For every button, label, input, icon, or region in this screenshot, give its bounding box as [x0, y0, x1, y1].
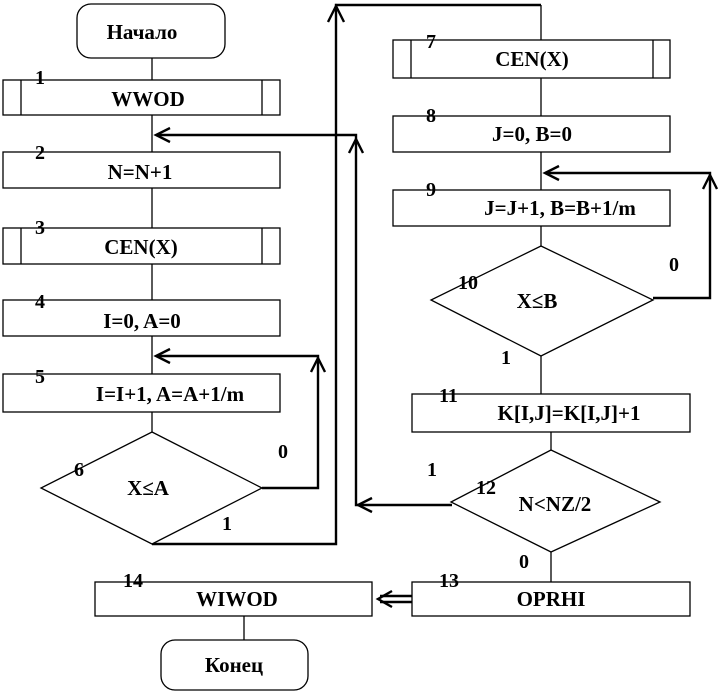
end-terminal: Конец [160, 639, 309, 691]
block-12-number: 12 [476, 477, 496, 499]
block-13: 13 OPRHI [411, 570, 691, 617]
block-3-text: CEN(X) [104, 235, 178, 259]
block-6-text: X≤A [127, 476, 170, 500]
block-3-number: 3 [35, 217, 45, 239]
block-8-text: J=0, B=0 [492, 122, 572, 146]
block-11-number: 11 [439, 385, 458, 407]
block-1: 1 WWOD [2, 67, 281, 116]
block-9-number: 9 [426, 179, 436, 201]
block-13-text: OPRHI [517, 587, 586, 611]
arrow-12-yes-return [156, 133, 452, 507]
block-2-number: 2 [35, 142, 45, 164]
arrow-6-loop-tip [153, 347, 171, 365]
block-12-decision: 12 N<NZ/2 1 0 [427, 449, 662, 573]
start-label: Начало [107, 20, 178, 44]
block-5-text: I=I+1, A=A+1/m [96, 382, 245, 406]
loop-arrows [152, 3, 719, 609]
block-10-branch-yes: 1 [501, 347, 511, 369]
block-10-decision: 10 X≤B 0 1 [429, 245, 679, 369]
arrow-12-return-left-tip [355, 496, 373, 514]
block-7: 7 CEN(X) [392, 31, 671, 79]
connectors [151, 5, 552, 640]
block-6-decision: 6 X≤A 0 1 [39, 431, 288, 545]
block-4-number: 4 [35, 291, 45, 313]
block-2: 2 N=N+1 [2, 142, 281, 189]
block-4-text: I=0, A=0 [103, 309, 181, 333]
block-12-branch-yes: 1 [427, 459, 437, 481]
arrow-12-return-tip [153, 126, 171, 144]
block-10-branch-no: 0 [669, 254, 679, 276]
block-7-number: 7 [426, 31, 436, 53]
block-1-text: WWOD [111, 87, 185, 111]
block-13-number: 13 [439, 570, 459, 592]
block-5-number: 5 [35, 366, 45, 388]
block-4: 4 I=0, A=0 [2, 291, 281, 337]
block-1-number: 1 [35, 67, 45, 89]
block-11-text: K[I,J]=K[I,J]+1 [498, 401, 641, 425]
block-3: 3 CEN(X) [2, 217, 281, 265]
block-6-number: 6 [74, 459, 84, 481]
block-7-text: CEN(X) [495, 47, 569, 71]
block-8: 8 J=0, B=0 [392, 105, 671, 153]
block-12-branch-no: 0 [519, 551, 529, 573]
block-10-text: X≤B [517, 289, 558, 313]
block-9-text: J=J+1, B=B+1/m [484, 196, 636, 220]
block-10-number: 10 [458, 272, 478, 294]
arrow-13-14-tip [375, 589, 393, 609]
block-6-branch-no: 0 [278, 441, 288, 463]
arrow-10-no-loop [545, 171, 712, 300]
start-terminal: Начало [76, 3, 226, 59]
arrow-10-loop-uptip [701, 172, 719, 190]
block-14-text: WIWOD [196, 587, 278, 611]
block-11: 11 K[I,J]=K[I,J]+1 [411, 385, 691, 433]
arrow-6-arrowhead [326, 3, 346, 23]
block-5: 5 I=I+1, A=A+1/m [2, 366, 281, 413]
block-14: 14 WIWOD [94, 570, 373, 617]
arrow-6-loop-uptip [309, 355, 327, 373]
block-6-branch-yes: 1 [222, 513, 232, 535]
arrow-12-return-up-tip [347, 136, 365, 154]
block-12-text: N<NZ/2 [519, 492, 592, 516]
block-2-text: N=N+1 [108, 160, 173, 184]
arrow-10-loop-tip [542, 164, 560, 182]
arrow-6-yes-up [152, 3, 541, 546]
block-14-number: 14 [123, 570, 143, 592]
block-8-number: 8 [426, 105, 436, 127]
end-label: Конец [205, 653, 263, 677]
block-9: 9 J=J+1, B=B+1/m [392, 179, 671, 227]
arrow-6-no-loop [156, 354, 320, 490]
